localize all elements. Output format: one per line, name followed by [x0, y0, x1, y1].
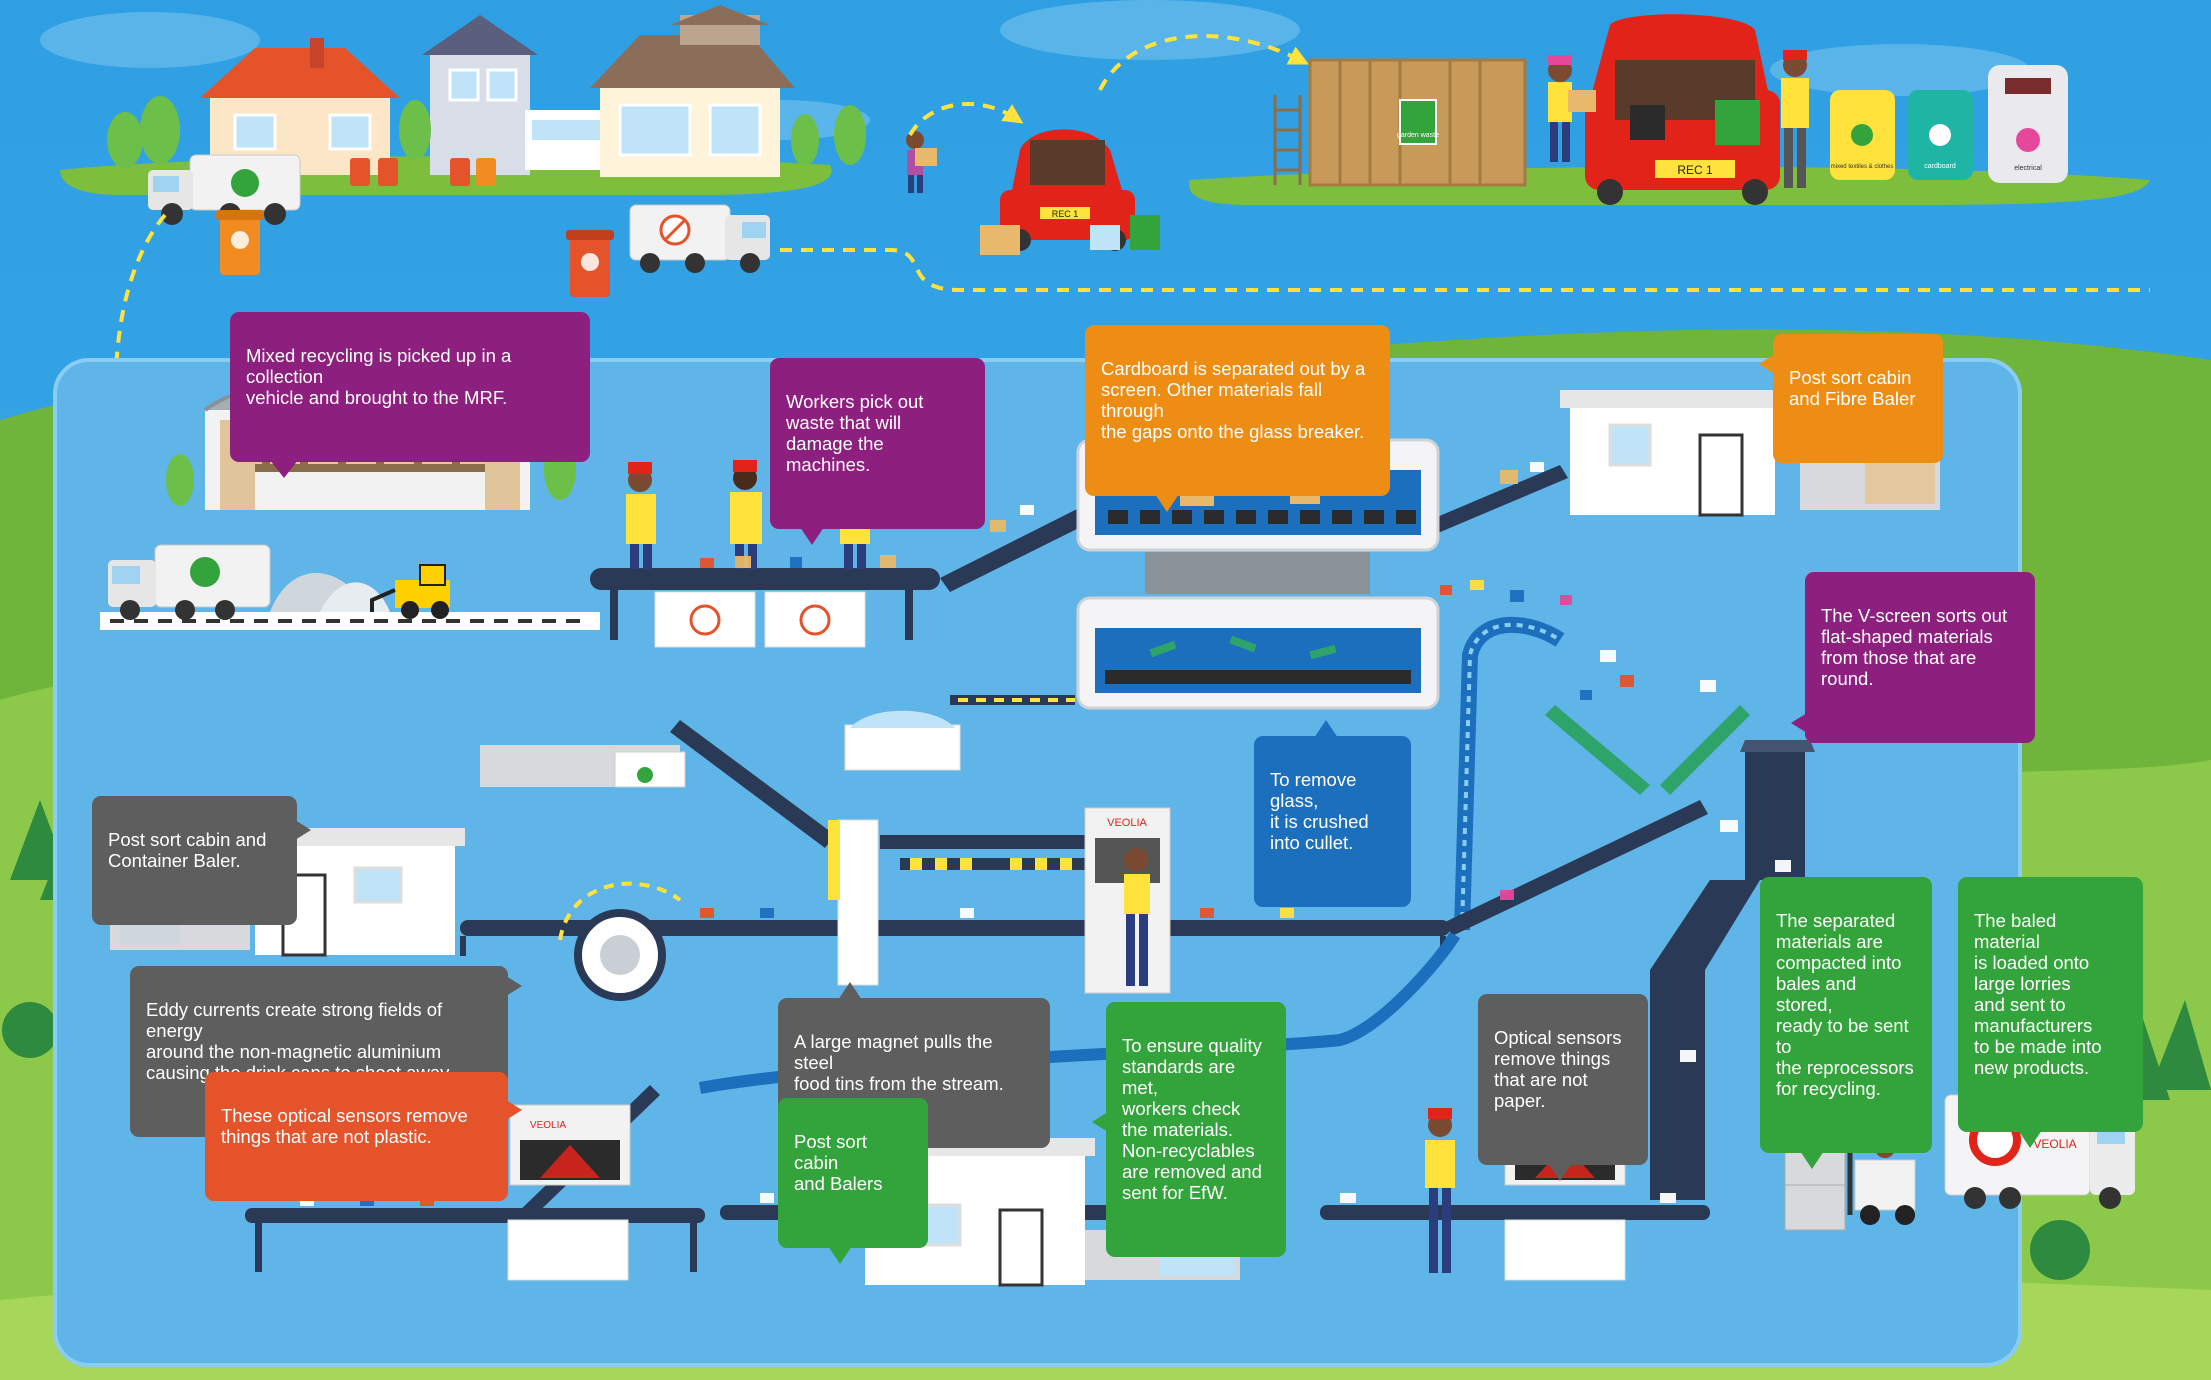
car-plate-small: REC 1 [1052, 209, 1079, 219]
woman-carrying-box [1548, 55, 1596, 162]
recycling-centre-island: garden waste REC 1 [1189, 14, 2150, 205]
caption-optical-plastic-text: These optical sensors remove things that… [221, 1105, 468, 1147]
caption-optical-paper: Optical sensors remove things that are n… [1478, 994, 1648, 1181]
v-screen [1545, 705, 1750, 795]
caption-collection: Mixed recycling is picked up in a collec… [230, 312, 590, 478]
arrival-truck [108, 544, 271, 620]
orange-bin [216, 210, 264, 275]
caption-baled: The baled material is loaded onto large … [1958, 877, 2143, 1148]
caption-compacted-text: The separated materials are compacted in… [1776, 910, 1914, 1099]
caption-quality-text: To ensure quality standards are met, wor… [1122, 1035, 1262, 1203]
garden-sign: garden waste [1397, 132, 1439, 139]
caption-cardboard: Cardboard is separated out by a screen. … [1085, 325, 1390, 512]
caption-compacted: The separated materials are compacted in… [1760, 877, 1932, 1169]
caption-glass: To remove glass, it is crushed into cull… [1254, 720, 1411, 907]
cullet-bin [844, 695, 1075, 771]
fibre-cabin [1560, 390, 1940, 517]
eddy-current-separator [558, 881, 682, 1001]
caption-optical-paper-text: Optical sensors remove things that are n… [1494, 1027, 1622, 1111]
caption-baled-text: The baled material is loaded onto large … [1974, 910, 2102, 1078]
red-bin [566, 230, 614, 297]
recycling-bank-teal: cardboard [1908, 90, 1973, 180]
veolia-brand-sensor-plastic: VEOLIA [530, 1120, 566, 1131]
caption-balers-cabin: Post sort cabin and Balers [778, 1098, 928, 1264]
optical-sensor-plastic: VEOLIA [507, 1104, 631, 1281]
loader [370, 564, 450, 619]
collection-truck-top [148, 154, 301, 225]
fibre-tower [1650, 740, 1815, 1200]
quality-worker [1425, 1108, 1455, 1273]
caption-cardboard-text: Cardboard is separated out by a screen. … [1101, 358, 1366, 442]
veolia-brand-panel: VEOLIA [1107, 817, 1147, 829]
bank-textiles-label: mixed textiles & clothes [1831, 164, 1894, 170]
glass-breaker [1076, 596, 1440, 710]
caption-fibre-cabin-text: Post sort cabin and Fibre Baler [1789, 367, 1916, 409]
picking-conveyor [590, 568, 940, 648]
recycling-bank-yellow: mixed textiles & clothes [1830, 90, 1895, 180]
caption-vscreen-text: The V-screen sorts out flat-shaped mater… [1821, 605, 2008, 689]
bank-electrical-label: electrical [2014, 165, 2042, 172]
caption-vscreen: The V-screen sorts out flat-shaped mater… [1791, 572, 2035, 743]
caption-container-cabin-text: Post sort cabin and Container Baler. [108, 829, 267, 871]
kid-with-box [906, 131, 937, 193]
caption-glass-text: To remove glass, it is crushed into cull… [1270, 769, 1369, 853]
caption-eddy-text: Eddy currents create strong fields of en… [146, 999, 453, 1083]
baler-incline [670, 720, 835, 848]
caption-magnet-text: A large magnet pulls the steel food tins… [794, 1031, 1004, 1094]
caption-container-cabin: Post sort cabin and Container Baler. [92, 796, 311, 925]
veolia-worker-top [1781, 50, 1809, 188]
control-panel: VEOLIA [1084, 807, 1171, 994]
screen-link [1145, 552, 1370, 594]
waste-truck-middle [629, 204, 770, 273]
incline-conveyors [940, 465, 1568, 592]
houses-island [60, 5, 866, 195]
veolia-brand-lorry: VEOLIA [2033, 1137, 2076, 1151]
car-at-recycling: REC 1 [980, 129, 1160, 255]
car-plate: REC 1 [1677, 163, 1713, 177]
caption-collection-text: Mixed recycling is picked up in a collec… [246, 345, 512, 408]
arrival-road [100, 612, 600, 630]
caption-quality: To ensure quality standards are met, wor… [1092, 1002, 1286, 1257]
caption-fibre-cabin: Post sort cabin and Fibre Baler [1759, 334, 1943, 463]
caption-balers-cabin-text: Post sort cabin and Balers [794, 1131, 883, 1194]
container-baler-top [480, 745, 686, 788]
material-flow [300, 462, 1791, 1206]
recycling-bank-electrical: electrical [1988, 65, 2068, 183]
caption-optical-plastic: These optical sensors remove things that… [205, 1072, 522, 1201]
caption-workers-pick: Workers pick out waste that will damage … [770, 358, 985, 545]
caption-workers-pick-text: Workers pick out waste that will damage … [786, 391, 924, 475]
bank-cardboard-label: cardboard [1924, 163, 1956, 170]
